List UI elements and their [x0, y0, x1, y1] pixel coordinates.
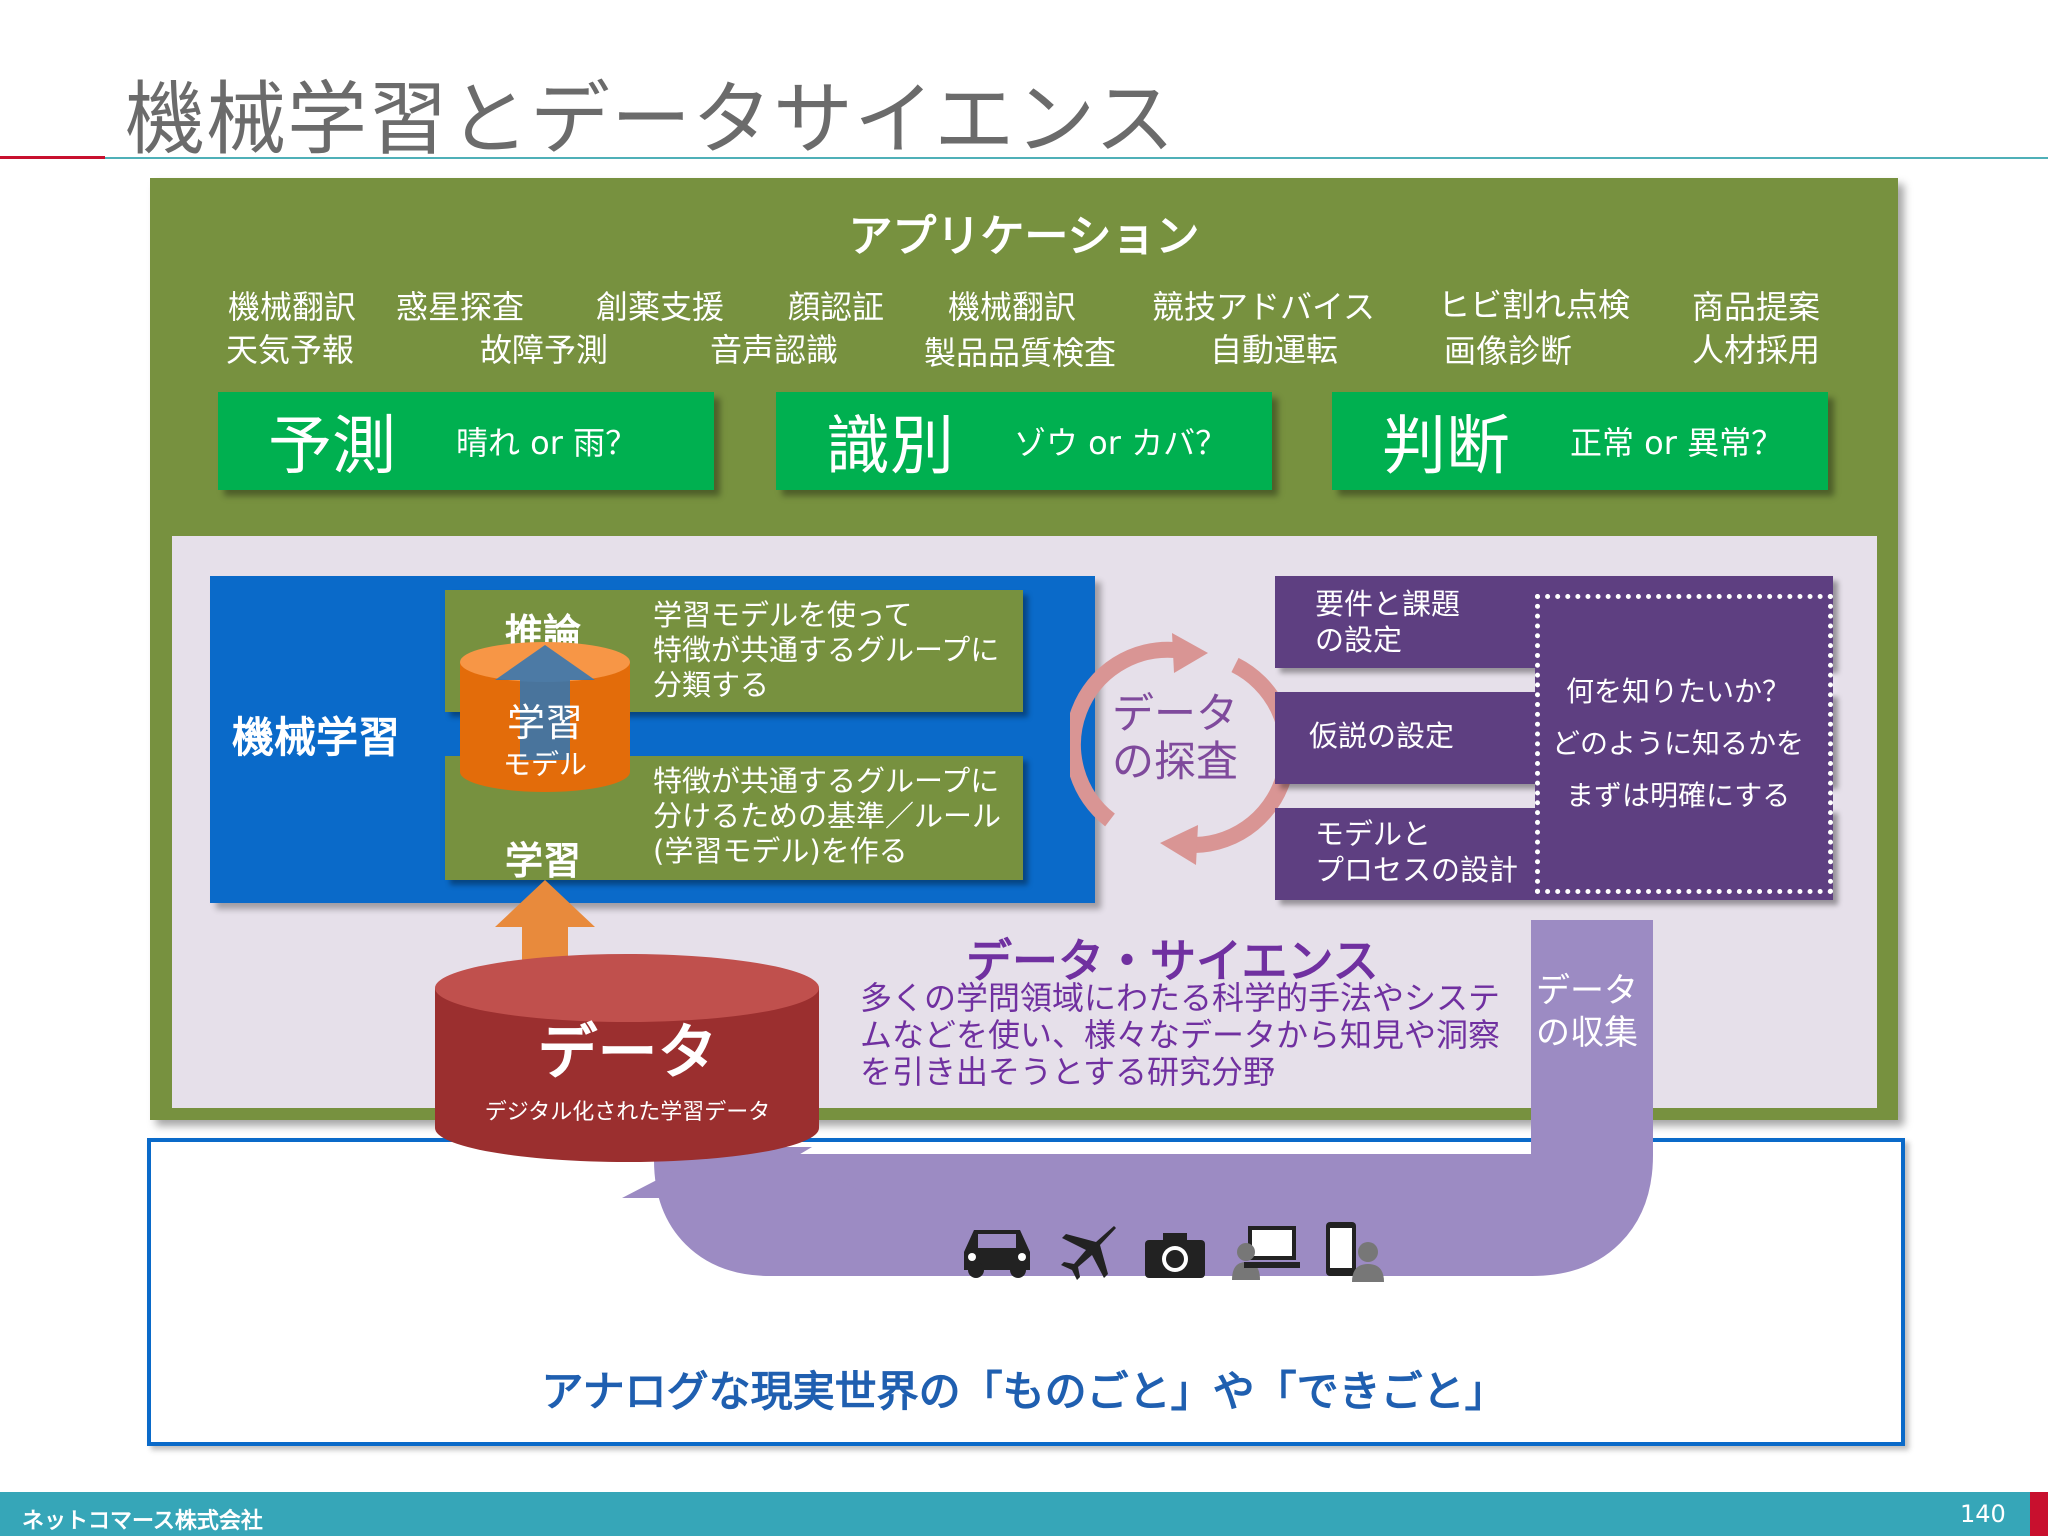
learning-line: 特徴が共通するグループに [653, 764, 1000, 798]
learning-heading: 学習 [505, 839, 582, 883]
task-judge-label: 判断 [1382, 410, 1510, 484]
footer-bar [0, 1492, 2030, 1536]
inference-line: 分類する [653, 668, 770, 702]
camera-icon [1145, 1233, 1205, 1278]
machine-learning-label: 機械学習 [232, 713, 401, 762]
clarify-goals-line: どのように知るかを [1552, 727, 1805, 760]
app-item: 商品提案 [1692, 288, 1821, 326]
app-item: 顔認証 [788, 288, 885, 326]
app-item: 製品品質検査 [924, 334, 1117, 372]
smartphone-user-icon [1326, 1222, 1384, 1282]
data-title: データ [537, 1018, 718, 1088]
task-predict-label: 予測 [268, 410, 396, 484]
application-title: アプリケーション [848, 211, 1200, 262]
step-design-line: プロセスの設計 [1315, 853, 1519, 887]
page-title: 機械学習とデータサイエンス [125, 73, 1176, 166]
learning-line: (学習モデル)を作る [653, 834, 908, 868]
exploration-label-line: データ [1112, 689, 1239, 738]
learning-model-sublabel: モデル [502, 748, 587, 781]
app-item: 天気予報 [226, 331, 355, 369]
app-item: 創薬支援 [596, 288, 725, 326]
task-judge-question: 正常 or 異常？ [1570, 424, 1784, 462]
airplane-icon [1061, 1226, 1116, 1280]
footer-company: ネットコマース株式会社 [22, 1509, 263, 1534]
learning-model-cylinder [460, 642, 630, 792]
car-icon [964, 1230, 1030, 1278]
learning-line: 分けるための基準／ルール [653, 799, 1002, 833]
page-number: 140 [1960, 1500, 2006, 1528]
data-collection-label: データ の収集 [1536, 970, 1638, 1054]
data-label: データ デジタル化された学習データ [435, 1018, 820, 1126]
data-science-description-line: ムなどを使い、様々なデータから知見や洞察 [860, 1016, 1501, 1054]
data-science-title: データ・サイエンス [966, 934, 1379, 988]
app-item: 音声認識 [710, 331, 839, 369]
data-science-description: 多くの学問領域にわたる科学的手法やシステ ムなどを使い、様々なデータから知見や洞… [860, 980, 1500, 1091]
data-collection-label-line: データ [1536, 971, 1638, 1011]
step-design-line: モデルと [1315, 817, 1432, 851]
step-requirements-line: 要件と課題 [1315, 587, 1461, 621]
task-identify-question: ゾウ or カバ？ [1014, 424, 1228, 462]
task-identify-label: 識別 [826, 410, 954, 484]
app-item: 機械翻訳 [228, 288, 357, 326]
iot-label: IoT、モバイル、Webなど [970, 1300, 1321, 1335]
title-rule-accent [0, 156, 105, 159]
footer-accent [2030, 1492, 2048, 1536]
task-predict: 予測 晴れ or 雨？ [218, 392, 714, 490]
clarify-goals-line: まずは明確にする [1566, 779, 1791, 812]
data-subtitle: デジタル化された学習データ [484, 1100, 771, 1125]
step-requirements-line: の設定 [1315, 623, 1403, 657]
learning-model-label: 学習 [506, 701, 583, 745]
app-item: 故障予測 [480, 331, 609, 369]
data-to-learning-arrow [495, 880, 595, 987]
clarify-goals-line: 何を知りたいか？ [1566, 675, 1791, 708]
app-item: 機械翻訳 [948, 288, 1077, 326]
task-identify: 識別 ゾウ or カバ？ [776, 392, 1272, 490]
task-judge: 判断 正常 or 異常？ [1332, 392, 1828, 490]
title-rule [105, 157, 2048, 159]
laptop-user-icon [1232, 1226, 1300, 1280]
app-item: 人材採用 [1692, 331, 1821, 369]
data-collection-label-line: の収集 [1536, 1013, 1638, 1053]
task-predict-question: 晴れ or 雨？ [456, 424, 638, 462]
clarify-goals-box [1535, 594, 1833, 894]
real-world-label: アナログな現実世界の「ものごと」や「できごと」 [541, 1367, 1507, 1416]
app-item: ヒビ割れ点検 [1438, 286, 1631, 324]
data-science-description-line: を引き出そうとする研究分野 [860, 1053, 1276, 1091]
inference-line: 学習モデルを使って [653, 598, 913, 632]
app-item: 競技アドバイス [1152, 288, 1376, 326]
data-cylinder [435, 954, 819, 1162]
app-item: 自動運転 [1210, 331, 1339, 369]
inference-line: 特徴が共通するグループに [653, 633, 1000, 667]
app-item: 惑星探査 [396, 288, 525, 326]
exploration-label: データ の探査 [1112, 690, 1238, 786]
app-item: 画像診断 [1444, 332, 1573, 370]
data-science-description-line: 多くの学問領域にわたる科学的手法やシステ [860, 979, 1501, 1017]
exploration-label-line: の探査 [1112, 737, 1239, 786]
step-hypothesis-line: 仮説の設定 [1309, 719, 1455, 753]
